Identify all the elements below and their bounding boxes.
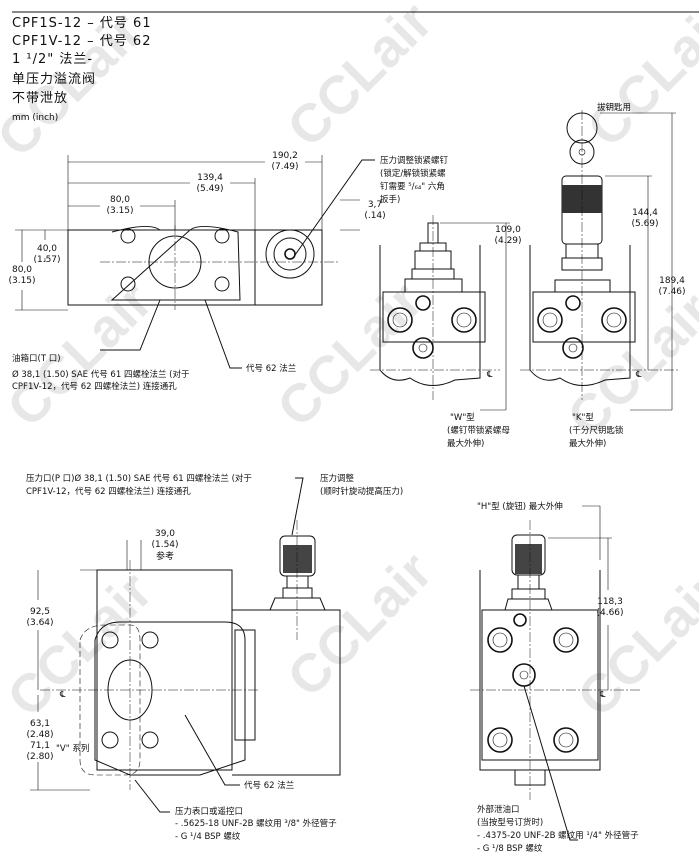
- top-view-dim-190-in-label: (7.49): [271, 162, 298, 172]
- top-view-dim-3-7-label: 3,7: [368, 200, 382, 210]
- side-view-pressure-port-2-label: CPF1V-12，代号 62 四螺栓法兰) 连接通孔: [26, 486, 191, 497]
- flange-size: 1 ¹/2" 法兰-: [12, 52, 94, 67]
- side-view-gauge-2-label: - .5625-18 UNF-2B 螺纹用 ³/8" 外径管子: [175, 818, 337, 829]
- k-type-view: ℄ 拔钥匙用 144,4 (5.69) 189,4 (7.46) "K"型 (千…: [520, 102, 686, 449]
- side-view-adjust-2-label: (顺时针旋动提高压力): [320, 486, 403, 497]
- side-view-dim-39-in-label: (1.54): [151, 540, 178, 550]
- side-view-dim-63-in-label: (2.48): [26, 730, 53, 740]
- top-view-lock-screw-2-label: (锁定/解锁锁紧螺: [380, 168, 446, 179]
- k-view-label1-label: "K"型: [572, 413, 594, 423]
- watermark-label: CCLair: [576, 0, 699, 158]
- units-label: mm (inch): [12, 113, 59, 123]
- h-view-label-label: "H"型 (旋钮) 最大外伸: [477, 501, 563, 512]
- side-view-dim-71-label: 71,1: [30, 741, 50, 751]
- top-view-dim-3-7-in-label: (.14): [364, 211, 385, 221]
- watermark-label: CCLair: [566, 561, 699, 729]
- h-view-drain-4-label: - G ¹/8 BSP 螺纹: [477, 843, 543, 854]
- h-type-view: "H"型 (旋钮) 最大外伸 ℄ 118,3 (4.66) 外部泄油口 (当按型…: [470, 501, 640, 854]
- side-view-dim-92-in-label: (3.64): [26, 618, 53, 628]
- top-view-lock-screw-1-label: 压力调整锁紧螺钉: [380, 155, 449, 166]
- k-view-dim-b-label: 189,4: [659, 276, 685, 286]
- watermark-label: CCLair: [0, 561, 164, 729]
- top-view-lock-screw-4-label: 扳手): [380, 194, 400, 205]
- top-view-dim-139-label: 139,4: [197, 173, 223, 183]
- k-view-label2-label: (千分尺钥匙锁: [569, 425, 624, 436]
- k-view-dim-a-in-label: (5.69): [631, 219, 658, 229]
- watermark-label: CCLair: [0, 1, 154, 169]
- top-view-flange62-label: 代号 62 法兰: [246, 363, 296, 374]
- w-view-dim-in-label: (4.29): [494, 236, 521, 246]
- top-view-dim-139-in-label: (5.49): [196, 184, 223, 194]
- top-view-tank-port-2-label: Ø 38,1 (1.50) SAE 代号 61 四螺栓法兰 (对于: [12, 369, 190, 380]
- side-view-dim-71-in-label: (2.80): [26, 752, 53, 762]
- w-view-label2-label: (螺钉带锁紧螺母: [447, 425, 510, 436]
- h-view-drain-3-label: - .4375-20 UNF-2B 螺纹用 ¹/4" 外径管子: [477, 830, 639, 841]
- top-view-dim-40-in-label: (1.57): [33, 255, 60, 265]
- watermarks: CCLair CCLair CCLair CCLair CCLair CCLai…: [0, 0, 699, 728]
- top-view-dim-80h-in-label: (3.15): [8, 276, 35, 286]
- side-view-gauge-3-label: - G ¹/4 BSP 螺纹: [175, 831, 241, 842]
- k-view-dim-a-label: 144,4: [632, 208, 658, 218]
- side-view-dim-39-ref-label: 参考: [156, 550, 174, 562]
- valve-subtype: 不带泄放: [12, 91, 69, 106]
- top-view-tank-port-1-label: 油箱口(T 口): [12, 353, 61, 364]
- side-view: 压力口(P 口)Ø 38,1 (1.50) SAE 代号 61 四螺栓法兰 (对…: [26, 473, 403, 842]
- side-view-adjust-1-label: 压力调整: [320, 473, 355, 484]
- top-view-tank-port-3-label: CPF1V-12，代号 62 四螺栓法兰) 连接通孔: [12, 381, 177, 392]
- top-view-dim-80w-in-label: (3.15): [106, 206, 133, 216]
- side-view-flange62-label: 代号 62 法兰: [244, 780, 294, 791]
- centerline-symbol-label: ℄: [59, 690, 66, 700]
- centerline-symbol-label: ℄: [635, 370, 642, 380]
- w-view-dim-label: 109,0: [495, 225, 521, 235]
- top-view-dim-80h-label: 80,0: [12, 265, 32, 275]
- side-view-gauge-1-label: 压力表口或遥控口: [175, 806, 243, 817]
- watermark-label: CCLair: [556, 281, 699, 449]
- top-view: 190,2 (7.49) 139,4 (5.49) 80,0 (3.15) 40…: [8, 151, 448, 392]
- w-view-label1-label: "W"型: [450, 413, 475, 423]
- side-view-dim-63-label: 63,1: [30, 719, 50, 729]
- w-type-view: ℄ 109,0 (4.29) "W"型 (螺钉带锁紧螺母 最大外伸): [370, 215, 522, 449]
- k-view-key-label-label: 拔钥匙用: [597, 102, 631, 113]
- top-view-dim-40-label: 40,0: [37, 244, 57, 254]
- side-view-dim-92-label: 92,5: [30, 607, 50, 617]
- k-view-dim-b-in-label: (7.46): [658, 287, 685, 297]
- h-view-dim-in-label: (4.66): [596, 608, 623, 618]
- h-view-dim-label: 118,3: [597, 597, 623, 607]
- k-view-label3-label: 最大外伸): [569, 438, 606, 449]
- model-title-1: CPF1S-12 – 代号 61: [12, 16, 152, 31]
- w-view-label3-label: 最大外伸): [447, 438, 484, 449]
- side-view-dim-71-note-label: "V" 系列: [56, 743, 89, 754]
- top-view-dim-190-label: 190,2: [272, 151, 298, 161]
- h-view-drain-2-label: (当按型号订货时): [477, 817, 543, 828]
- centerline-symbol-label: ℄: [599, 690, 606, 700]
- top-view-dim-80w-label: 80,0: [110, 195, 130, 205]
- h-view-drain-1-label: 外部泄油口: [477, 804, 520, 815]
- side-view-dim-39-label: 39,0: [155, 529, 175, 539]
- centerline-symbol-label: ℄: [486, 370, 493, 380]
- model-title-2: CPF1V-12 – 代号 62: [12, 34, 152, 49]
- top-view-lock-screw-3-label: 钉需要 ⁵/₆₄" 六角: [380, 181, 445, 192]
- side-view-pressure-port-1-label: 压力口(P 口)Ø 38,1 (1.50) SAE 代号 61 四螺栓法兰 (对…: [26, 473, 252, 484]
- valve-type: 单压力溢流阀: [12, 72, 97, 87]
- watermark-label: CCLair: [266, 271, 434, 439]
- watermark-label: CCLair: [276, 0, 444, 158]
